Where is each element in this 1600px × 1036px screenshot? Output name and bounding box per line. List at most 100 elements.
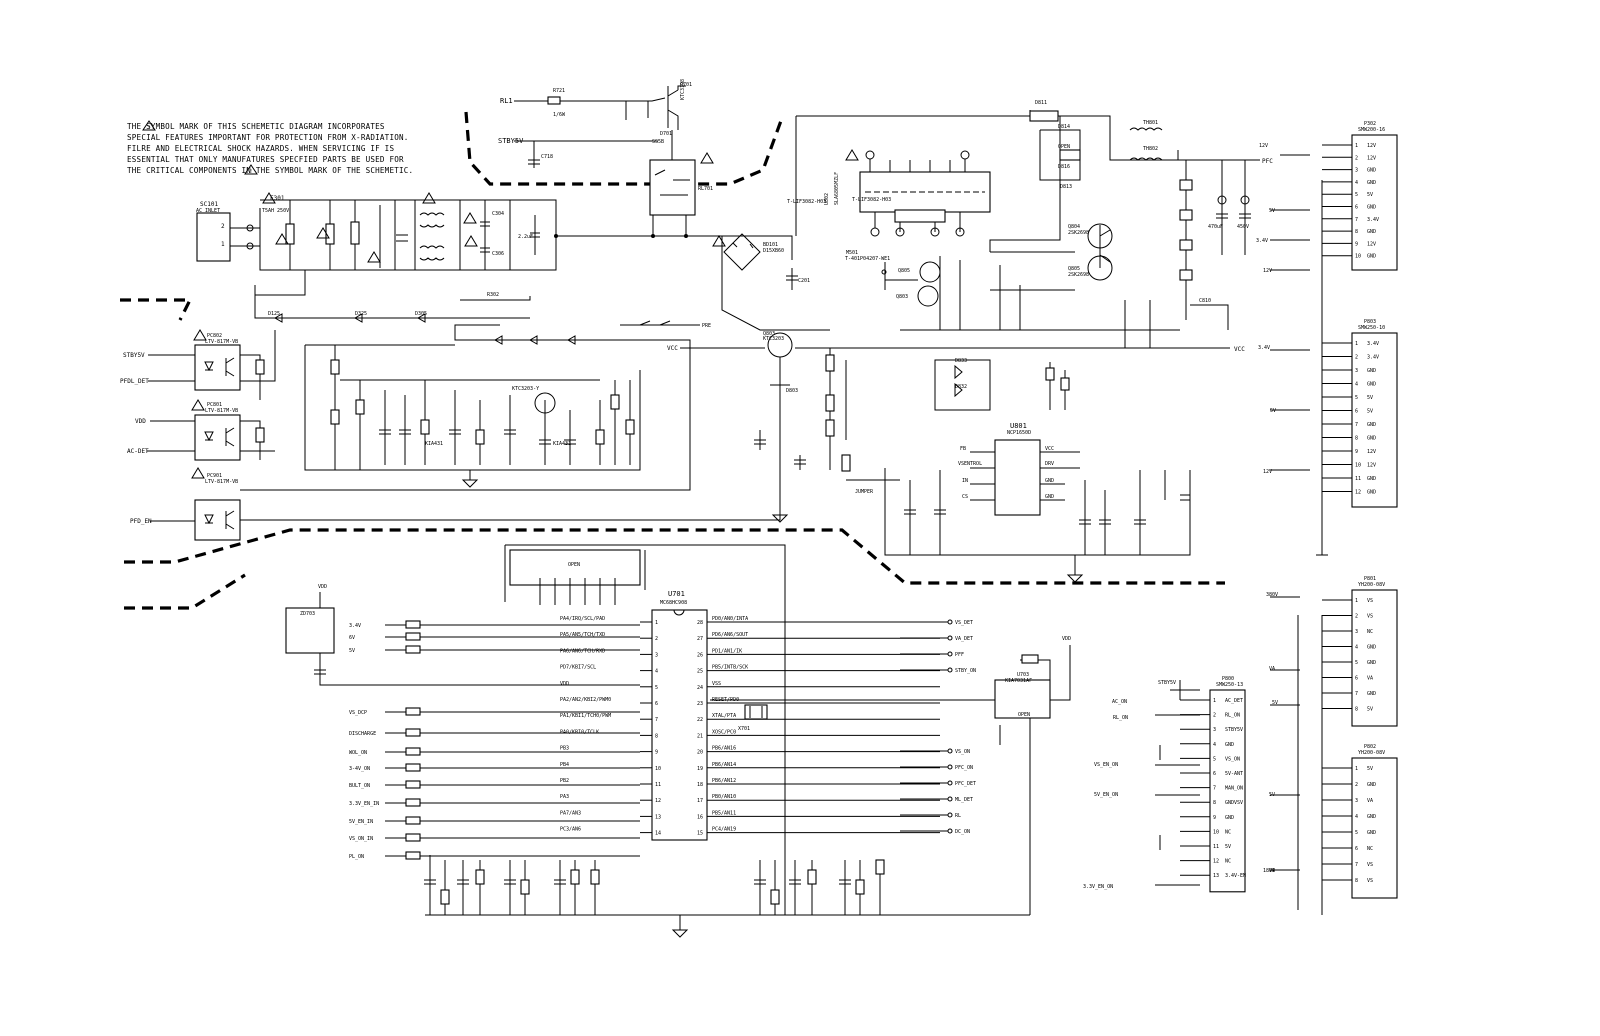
svg-text:RL701: RL701 — [698, 186, 713, 192]
svg-text:D811: D811 — [1035, 100, 1047, 106]
svg-text:3.4V-EN: 3.4V-EN — [1225, 873, 1246, 879]
svg-text:GND: GND — [1225, 815, 1234, 821]
svg-text:VS: VS — [1367, 878, 1373, 884]
svg-text:P800: P800 — [1222, 676, 1234, 682]
svg-text:D701: D701 — [660, 131, 672, 137]
connector-net: 12V — [1259, 143, 1268, 149]
svg-text:3: 3 — [1355, 629, 1358, 635]
fuse-part: T5AH 250V — [262, 208, 289, 214]
connector-pin: 4 GND — [1322, 382, 1376, 388]
svg-text:25: 25 — [697, 669, 703, 675]
svg-text:GND: GND — [1367, 254, 1376, 260]
svg-text:!: ! — [148, 125, 151, 131]
svg-text:3: 3 — [1355, 168, 1358, 174]
svg-text:3: 3 — [655, 652, 658, 658]
connector-net: 5V_EN_ON — [1094, 792, 1118, 798]
warning-triangle-icon — [193, 329, 207, 341]
u701-pin-label: VSS — [712, 681, 721, 687]
svg-text:LTV-817M-VB: LTV-817M-VB — [205, 479, 238, 485]
warning-note: THE SYMBOL MARK OF THIS SCHEMETIC DIAGRA… — [127, 120, 413, 175]
u701-pin-label: PB6/AN14 — [712, 762, 736, 768]
svg-text:7: 7 — [1355, 217, 1358, 223]
svg-text:DC_ON: DC_ON — [955, 829, 970, 835]
svg-text:8: 8 — [1355, 229, 1358, 235]
socket-part: AC INLET — [196, 208, 220, 214]
svg-text:12V: 12V — [1367, 241, 1376, 247]
net-bult_on: BULT_ON — [349, 780, 640, 789]
svg-text:M501: M501 — [846, 250, 858, 256]
svg-text:1: 1 — [221, 241, 225, 248]
relay-section: RL1 R721 1/6W KTC3198 Q701 RL701 D701SS5… — [498, 79, 714, 228]
svg-text:U802: U802 — [824, 193, 830, 205]
u701-left-pins: 1PA4/IRQ/SCL/PAD2PA5/AN5/TCH/TXD3PA6/AN6… — [560, 616, 661, 837]
svg-text:GND: GND — [1367, 814, 1376, 820]
svg-text:GNDVSV: GNDVSV — [1225, 800, 1243, 806]
net-va-det: VA_DET — [900, 635, 973, 642]
svg-text:3: 3 — [1355, 798, 1358, 804]
svg-text:4: 4 — [1355, 180, 1358, 186]
svg-text:27: 27 — [697, 636, 703, 642]
svg-text:U801: U801 — [1010, 422, 1027, 430]
connector-net: 180V — [1263, 868, 1275, 874]
svg-text:GND: GND — [1367, 691, 1376, 697]
svg-text:PRE: PRE — [702, 323, 711, 329]
svg-text:11: 11 — [655, 782, 661, 788]
svg-text:D832: D832 — [955, 384, 967, 390]
svg-text:11: 11 — [1213, 844, 1219, 850]
svg-text:1: 1 — [1355, 341, 1358, 347]
svg-text:VS: VS — [1367, 862, 1373, 868]
reset-u703: U703 KIA7031AF OPEN VDD — [710, 636, 1071, 915]
svg-text:6: 6 — [1355, 676, 1358, 682]
net-stby-on: STBY_ON — [900, 667, 976, 674]
svg-text:VDD: VDD — [135, 418, 146, 425]
svg-text:3.4V: 3.4V — [1367, 355, 1379, 361]
svg-text:DRV: DRV — [1045, 461, 1054, 467]
svg-text:GND: GND — [1367, 382, 1376, 388]
svg-text:WOL_ON: WOL_ON — [349, 750, 367, 756]
svg-text:4: 4 — [1355, 382, 1358, 388]
svg-text:GND: GND — [1367, 490, 1376, 496]
opto-pc802: PC802 LTV-817M-VB — [193, 329, 241, 391]
net-pfc-on: PFC_ON — [900, 764, 973, 771]
connector-net: 5V — [1270, 408, 1276, 414]
svg-text:AC-DET: AC-DET — [127, 448, 149, 455]
svg-text:VDD: VDD — [318, 584, 327, 590]
svg-text:VS: VS — [1367, 598, 1373, 604]
svg-text:FB: FB — [960, 446, 966, 452]
net-vs_dcp: VS_DCP — [349, 707, 640, 716]
warning-triangle-icon — [367, 251, 381, 263]
warning-triangle-icon: ! — [142, 120, 156, 131]
net-pl_on: PL_ON — [349, 851, 640, 860]
svg-text:12V: 12V — [1367, 155, 1376, 161]
svg-text:1: 1 — [1355, 598, 1358, 604]
svg-text:PFDL_DET: PFDL_DET — [120, 378, 149, 385]
net-pff: PFF — [900, 651, 964, 658]
u701-pin-label: PA1/KBI1/TCH0/PWM — [560, 713, 611, 719]
net-pfc-det: PFC_DET — [900, 780, 976, 787]
connector-buses — [1155, 154, 1328, 915]
svg-text:RL_ON: RL_ON — [1225, 713, 1240, 719]
svg-text:5V: 5V — [1367, 409, 1373, 415]
